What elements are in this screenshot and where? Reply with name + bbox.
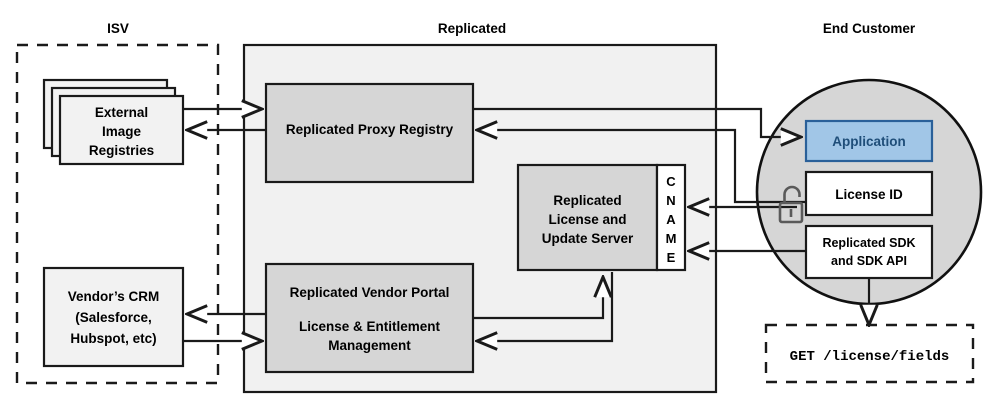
connector-vendor-portal-to-license-server [473,277,603,320]
license-server-line1: Replicated [553,193,621,208]
connector-application-to-proxy [477,130,806,204]
cname-letter-e: E [667,250,676,265]
sdk-box [804,224,934,280]
replicated-sdk-node[interactable]: Replicated SDK and SDK API [804,224,934,280]
external-registries-line1: External [95,105,148,120]
proxy-registry-label: Replicated Proxy Registry [286,122,454,137]
vendor-portal-line2: License & Entitlement [299,319,441,334]
registry-stack-front [58,94,185,166]
vendor-crm-line3: Hubspot, etc) [70,331,156,346]
replicated-vendor-portal-node[interactable]: Replicated Vendor Portal License & Entit… [264,262,475,374]
vendor-portal-line3: Management [328,338,411,353]
cname-node[interactable]: C N A M E [655,163,687,272]
connector-proxy-to-application [473,107,801,137]
sdk-line2: and SDK API [831,254,907,268]
license-id-box [804,170,934,217]
unlocked-padlock-icon [778,185,804,224]
api-call-boundary [764,323,975,384]
vendor-portal-line1: Replicated Vendor Portal [290,285,450,300]
zone-title-replicated: Replicated [438,21,506,36]
api-call-node[interactable]: GET /license/fields [764,323,975,384]
cname-box [655,163,687,272]
isv-zone-boundary [15,43,220,385]
license-server-box [516,163,659,272]
license-id-label: License ID [835,187,903,202]
replicated-license-update-server-node[interactable]: Replicated License and Update Server [516,163,659,272]
proxy-registry-box [264,82,475,184]
cname-letter-c: C [666,174,676,189]
api-call-label: GET /license/fields [790,349,950,365]
external-registries-line3: Registries [89,143,154,158]
sdk-line1: Replicated SDK [822,236,915,250]
application-box [804,119,934,163]
zone-title-end-customer: End Customer [823,21,916,36]
license-id-node[interactable]: License ID [804,170,934,217]
vendor-crm-node[interactable]: Vendor’s CRM (Salesforce, Hubspot, etc) [42,266,185,368]
zone-title-isv: ISV [107,21,129,36]
cname-letter-m: M [666,231,677,246]
vendor-crm-box [42,266,185,368]
cname-letter-a: A [666,212,676,227]
vendor-crm-line1: Vendor’s CRM [68,289,160,304]
license-server-line3: Update Server [542,231,634,246]
cname-letter-n: N [666,193,675,208]
vendor-portal-box [264,262,475,374]
replicated-proxy-registry-node[interactable]: Replicated Proxy Registry [264,82,475,184]
external-registries-line2: Image [102,124,142,139]
connector-license-server-to-vendor-portal [477,272,614,341]
external-image-registries-node[interactable]: External Image Registries [42,78,185,166]
application-node[interactable]: Application [804,119,934,163]
license-server-line2: License and [548,212,626,227]
vendor-crm-line2: (Salesforce, [75,310,152,325]
application-label: Application [832,134,906,149]
